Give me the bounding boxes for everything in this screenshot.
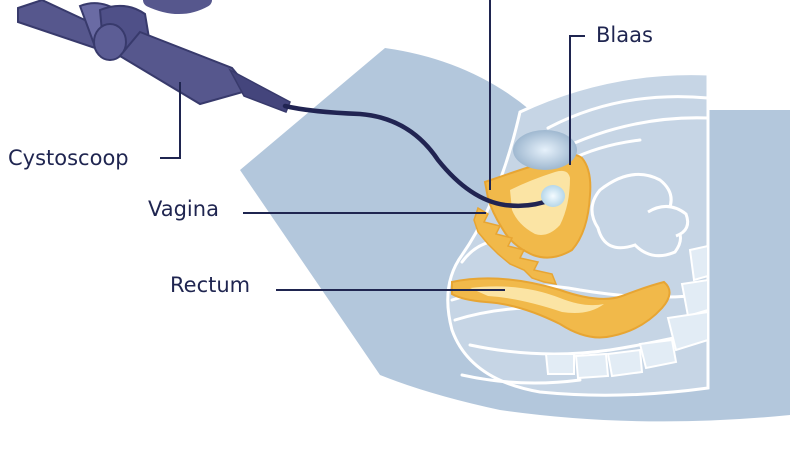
leader-line-cystoscope [160,82,181,159]
scope-tip-glow [541,185,565,207]
label-vagina: Vagina [148,197,219,221]
label-rectum: Rectum [170,273,250,297]
rectum [451,277,671,339]
cystoscope-instrument [17,0,565,209]
scope-tube [282,103,553,209]
label-cystoscope: Cystoscoop [8,146,129,170]
spine-vertebrae [544,244,709,380]
label-bladder: Blaas [596,23,653,47]
bladder-dome-highlight [513,130,577,170]
instrument-shaft [118,30,252,106]
instrument-taper [228,68,291,113]
vagina [473,206,558,285]
intestine-loops [590,172,690,258]
light-cable [143,0,212,14]
leader-lines [160,0,585,291]
leader-line-bladder [569,35,585,165]
valve-knob [93,23,127,61]
